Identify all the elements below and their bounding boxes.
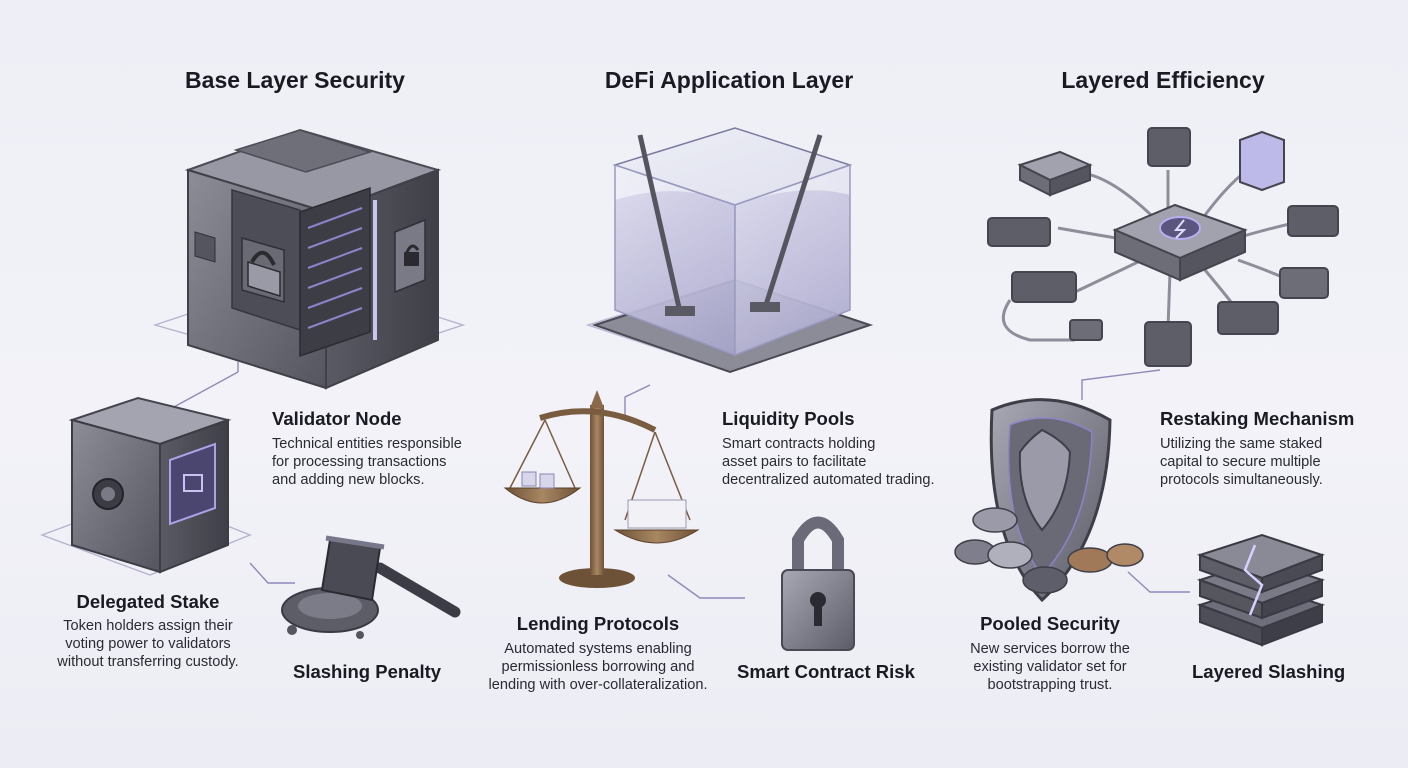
restaking-mechanism-desc-line: protocols simultaneously. [1160, 472, 1323, 488]
layered-slashing-stack-illustration [1196, 533, 1325, 647]
validator-node-desc-line: and adding new blocks. [272, 472, 425, 488]
smart-contract-risk-label: Smart Contract Risk [737, 661, 915, 682]
liquidity-pools-desc-line: asset pairs to facilitate [722, 454, 867, 470]
lending-protocols-desc-line: Automated systems enabling [504, 641, 692, 657]
pooled-security-desc-line: New services borrow the [970, 641, 1130, 657]
liquidity-pools-description: Smart contracts holding asset pairs to f… [722, 435, 935, 489]
layered-slashing-label: Layered Slashing [1192, 661, 1346, 682]
shield-coins-illustration [954, 398, 1144, 603]
validator-node-description: Technical entities responsible for proce… [272, 435, 462, 489]
padlock-illustration [781, 516, 855, 651]
validator-node-label: Validator Node [272, 408, 402, 429]
pooled-security-desc-line: existing validator set for [973, 659, 1127, 675]
column-title-defi-application-layer: DeFi Application Layer [604, 67, 854, 93]
delegated-stake-desc-line: voting power to validators [65, 636, 231, 652]
column-title-layered-efficiency: Layered Efficiency [1061, 67, 1265, 93]
column-title-base-layer-security: Base Layer Security [185, 67, 405, 93]
lending-protocols-description: Automated systems enabling permissionles… [468, 640, 728, 694]
restaking-mechanism-label: Restaking Mechanism [1160, 408, 1355, 429]
pooled-security-desc-line: bootstrapping trust. [987, 677, 1113, 693]
lending-protocols-desc-line: lending with over-collateralization. [488, 677, 708, 693]
balance-scale-illustration [503, 390, 700, 588]
gavel-illustration [281, 535, 461, 639]
slashing-penalty-label: Slashing Penalty [293, 661, 442, 682]
validator-server-illustration [184, 128, 442, 390]
restaking-hub-illustration [987, 127, 1339, 367]
safe-vault-illustration [68, 396, 232, 574]
delegated-stake-description: Token holders assign their voting power … [28, 617, 268, 671]
delegated-stake-desc-line: without transferring custody. [57, 654, 239, 670]
lending-protocols-desc-line: permissionless borrowing and [501, 659, 695, 675]
liquidity-pools-label: Liquidity Pools [722, 408, 855, 429]
pooled-security-description: New services borrow the existing validat… [935, 640, 1165, 694]
lending-protocols-label: Lending Protocols [516, 613, 680, 634]
restaking-mechanism-desc-line: Utilizing the same staked [1160, 436, 1323, 452]
liquidity-pool-tank-illustration [591, 127, 874, 374]
validator-node-desc-line: for processing transactions [272, 454, 447, 470]
liquidity-pools-desc-line: Smart contracts holding [722, 436, 876, 452]
delegated-stake-label: Delegated Stake [76, 591, 220, 612]
delegated-stake-desc-line: Token holders assign their [63, 618, 233, 634]
restaking-mechanism-description: Utilizing the same staked capital to sec… [1160, 435, 1323, 489]
liquidity-pools-desc-line: decentralized automated trading. [722, 472, 935, 488]
pooled-security-label: Pooled Security [980, 613, 1120, 634]
validator-node-desc-line: Technical entities responsible [272, 436, 462, 452]
restaking-mechanism-desc-line: capital to secure multiple [1160, 454, 1321, 470]
